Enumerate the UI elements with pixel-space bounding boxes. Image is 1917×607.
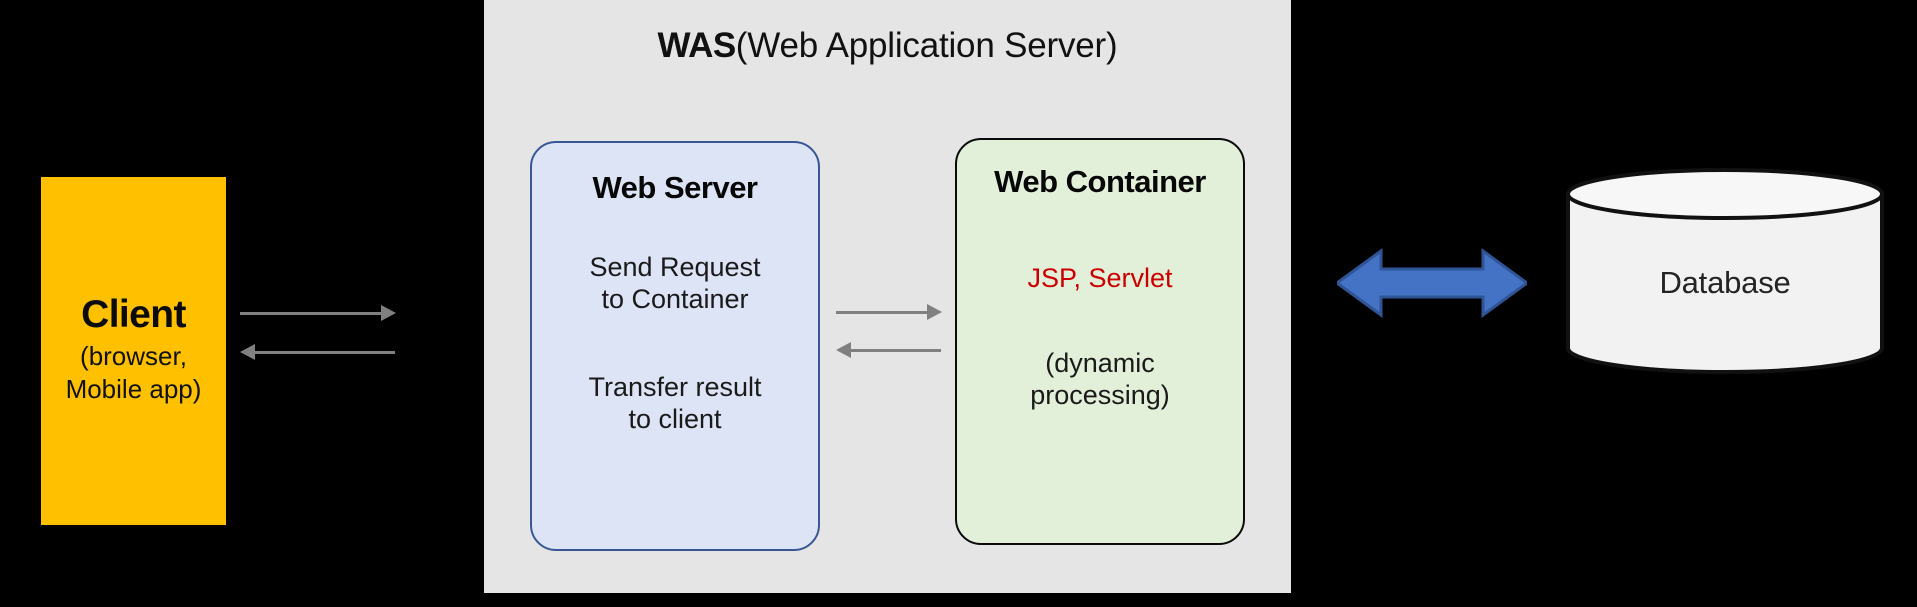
client-subtitle-line1: (browser, <box>80 341 187 372</box>
web-server-paragraph-1: Send Request to Container <box>532 251 818 316</box>
web-server-title: Web Server <box>592 170 758 205</box>
web-server-p1-line2: to Container <box>601 284 749 315</box>
server-to-container-arrow-icon <box>836 304 942 320</box>
web-container-note: (dynamic processing) <box>957 347 1243 412</box>
client-title: Client <box>81 293 186 337</box>
was-title-abbrev: WAS <box>657 26 737 65</box>
web-container-note-line1: (dynamic <box>1045 348 1155 378</box>
arrow-head-left <box>836 342 851 358</box>
web-container-note-line2: processing) <box>1030 380 1170 411</box>
arrow-head-right <box>381 305 396 321</box>
client-subtitle: (browser, Mobile app) <box>66 340 202 407</box>
client-node[interactable]: Client (browser, Mobile app) <box>41 177 226 525</box>
client-subtitle-line2: Mobile app) <box>65 374 202 405</box>
web-server-p2-line2: to client <box>628 404 722 435</box>
web-server-p1-line1: Send Request <box>589 252 761 282</box>
database-node[interactable]: Database <box>1565 168 1885 374</box>
container-to-server-arrow-icon <box>836 342 941 358</box>
web-container-node[interactable]: Web Container JSP, Servlet (dynamic proc… <box>955 138 1245 545</box>
was-title: WAS(Web Application Server) <box>484 26 1291 66</box>
database-label: Database <box>1659 265 1791 300</box>
web-server-node[interactable]: Web Server Send Request to Container Tra… <box>530 141 820 551</box>
server-to-client-arrow-icon <box>240 344 395 360</box>
arrow-head-right <box>927 304 942 320</box>
arrow-shaft <box>850 349 941 352</box>
was-title-expansion: (Web Application Server) <box>735 26 1118 65</box>
arrow-shaft <box>836 311 928 314</box>
web-container-tech-label: JSP, Servlet <box>1027 263 1173 293</box>
container-to-database-arrow-icon <box>1334 243 1530 323</box>
web-server-p2-line1: Transfer result <box>588 372 762 402</box>
arrow-shaft <box>254 351 395 354</box>
web-container-title: Web Container <box>994 164 1206 199</box>
client-to-server-arrow-icon <box>240 305 396 321</box>
arrow-shaft <box>240 312 382 315</box>
arrow-head-left <box>240 344 255 360</box>
web-server-paragraph-2: Transfer result to client <box>532 371 818 436</box>
